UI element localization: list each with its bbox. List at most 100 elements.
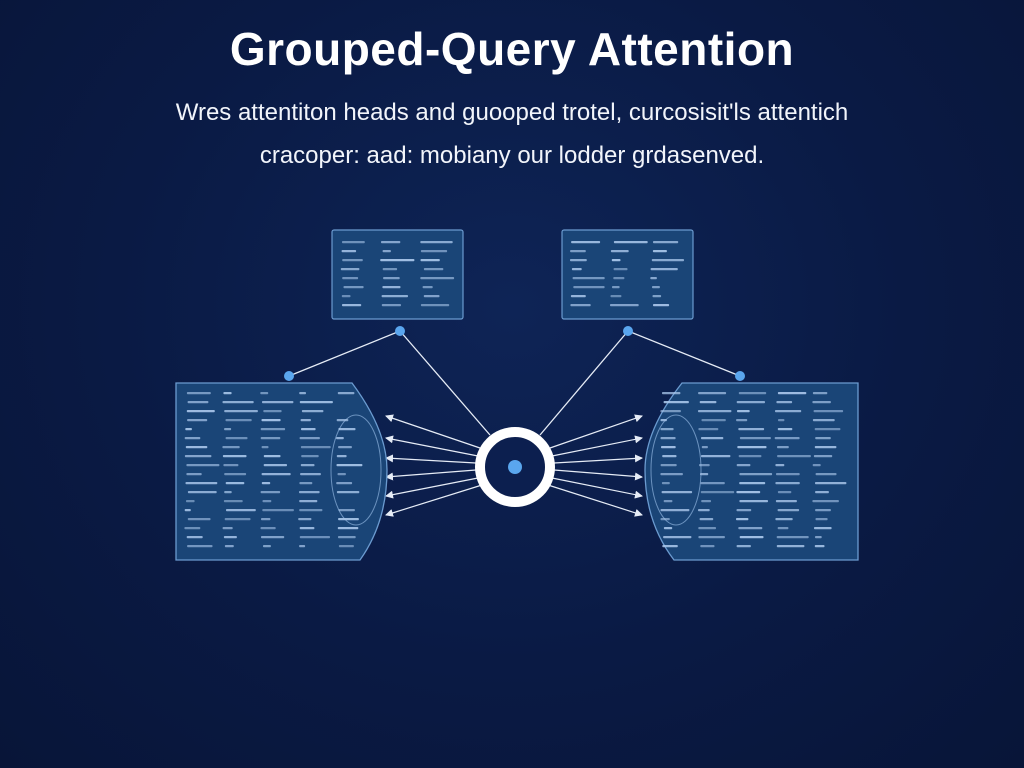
text-mark (737, 446, 767, 449)
text-mark (701, 419, 726, 422)
text-mark (775, 410, 802, 413)
text-mark (662, 392, 681, 395)
text-mark (187, 401, 209, 404)
text-mark (815, 473, 837, 476)
text-mark (660, 410, 681, 413)
text-mark (300, 446, 331, 449)
text-mark (382, 250, 391, 253)
connector-line (288, 330, 401, 377)
text-mark (777, 491, 792, 494)
text-mark (300, 464, 315, 467)
text-mark (698, 509, 710, 512)
text-mark (184, 437, 201, 440)
text-mark (186, 500, 195, 503)
text-mark (301, 428, 316, 431)
text-mark (184, 455, 212, 458)
panel-text-lines (660, 392, 847, 548)
right-arrows (547, 414, 643, 517)
text-mark (739, 536, 764, 539)
text-mark (342, 277, 359, 280)
arrow-line (547, 484, 643, 517)
text-mark (336, 437, 344, 440)
text-mark (815, 509, 831, 512)
text-mark (301, 410, 324, 413)
text-mark (187, 545, 213, 548)
text-mark (736, 545, 751, 548)
text-mark (739, 437, 771, 440)
text-mark (338, 428, 356, 431)
text-mark (650, 277, 657, 280)
text-mark (814, 527, 832, 530)
text-mark (225, 482, 245, 485)
text-mark (660, 464, 677, 467)
text-mark (337, 392, 355, 395)
text-mark (420, 259, 440, 262)
text-mark (380, 259, 415, 262)
text-mark (261, 536, 285, 539)
text-mark (700, 473, 709, 476)
text-mark (662, 545, 678, 548)
text-mark (223, 536, 237, 539)
text-mark (261, 446, 269, 449)
text-mark (262, 401, 294, 404)
text-mark (299, 491, 320, 494)
text-mark (299, 482, 313, 485)
text-mark (738, 392, 767, 395)
text-mark (226, 509, 256, 512)
text-mark (336, 419, 349, 422)
text-mark (610, 250, 629, 253)
text-mark (777, 428, 793, 431)
right-key-value-panel (644, 382, 859, 561)
text-mark (661, 482, 670, 485)
arrow-line (549, 414, 643, 449)
text-mark (263, 545, 271, 548)
text-mark (337, 473, 346, 476)
left-arrows (385, 414, 483, 517)
panel-text-lines (570, 241, 684, 307)
text-mark (185, 428, 192, 431)
text-mark (222, 455, 247, 458)
text-mark (701, 437, 724, 440)
left-key-value-panel (175, 382, 388, 561)
text-mark (736, 509, 752, 512)
text-mark (700, 491, 735, 494)
text-mark (338, 518, 359, 521)
arrow-line (551, 435, 643, 457)
text-mark (186, 410, 215, 413)
text-mark (263, 464, 287, 467)
text-mark (813, 455, 833, 458)
text-mark (299, 392, 306, 395)
panel-text-lines (340, 241, 455, 307)
arrow-line (385, 477, 479, 499)
text-mark (736, 491, 761, 494)
text-mark (223, 464, 239, 467)
text-mark (185, 482, 218, 485)
text-mark (420, 250, 448, 253)
text-mark (778, 419, 785, 422)
text-mark (612, 286, 620, 289)
text-mark (336, 482, 353, 485)
text-mark (185, 446, 208, 449)
text-mark (777, 446, 789, 449)
text-mark (777, 509, 800, 512)
subtitle-line-2: cracoper: aad: mobiany our lodder grdase… (259, 142, 765, 169)
text-mark (736, 419, 748, 422)
top-right-panel (561, 229, 694, 320)
text-mark (381, 241, 401, 244)
text-mark (224, 491, 232, 494)
text-mark (610, 304, 639, 307)
text-mark (777, 455, 811, 458)
text-mark (338, 545, 354, 548)
text-mark (262, 500, 272, 503)
text-mark (223, 392, 232, 395)
subtitle-line-1: Wres attentiton heads and guooped trotel… (175, 99, 849, 126)
text-mark (700, 482, 725, 485)
text-mark (698, 410, 732, 413)
text-mark (420, 241, 453, 244)
text-mark (261, 518, 271, 521)
text-mark (261, 419, 281, 422)
text-mark (613, 268, 628, 271)
text-mark (299, 545, 306, 548)
text-mark (300, 419, 311, 422)
text-mark (573, 286, 605, 289)
